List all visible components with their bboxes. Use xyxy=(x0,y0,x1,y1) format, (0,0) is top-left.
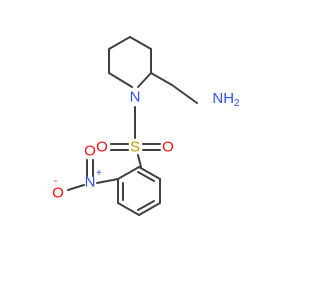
benzene-ring xyxy=(117,166,161,216)
amine-subscript: 2 xyxy=(234,98,240,109)
amine-label: NH2 xyxy=(212,90,240,109)
bond-c4-c3 xyxy=(129,36,152,50)
piperidine-ring xyxy=(108,36,152,88)
benzene-double-bond-3 xyxy=(137,171,155,182)
sulfonyl-left-double-bond xyxy=(110,143,129,151)
nitro-n-o-double-bond xyxy=(86,159,94,177)
sulfur-label: S xyxy=(130,139,140,156)
bond-ch2-nh2 xyxy=(171,84,198,104)
bond-nitro-n-o-minus xyxy=(67,184,85,191)
nitro-oxygen-top-label: O xyxy=(84,143,96,160)
benzene-double-bond-2 xyxy=(137,200,155,211)
sulfonyl-oxygen-right-label: O xyxy=(162,139,174,156)
sulfonyl-right-double-bond xyxy=(142,143,161,151)
sulfonyl-oxygen-left-label: O xyxy=(96,139,108,156)
bond-s-c1 xyxy=(137,154,142,168)
bond-c5-c4 xyxy=(108,36,131,50)
bond-c2-ch2 xyxy=(150,72,173,86)
nitro-oxygen-left-label: O xyxy=(52,185,64,202)
amine-nh: NH xyxy=(212,90,234,107)
bond-c2-n1 xyxy=(137,72,152,88)
nitro-plus-charge: + xyxy=(96,168,102,179)
ring-nitrogen-label: N xyxy=(130,89,141,106)
bond-c2-nitro-n xyxy=(96,178,119,184)
bond-n1-c6 xyxy=(108,72,133,88)
nitro-nitrogen-label: N xyxy=(85,174,96,191)
molecule-structure: N NH2 S O O N + O O - xyxy=(52,36,240,216)
nitro-minus-charge: - xyxy=(54,176,57,187)
